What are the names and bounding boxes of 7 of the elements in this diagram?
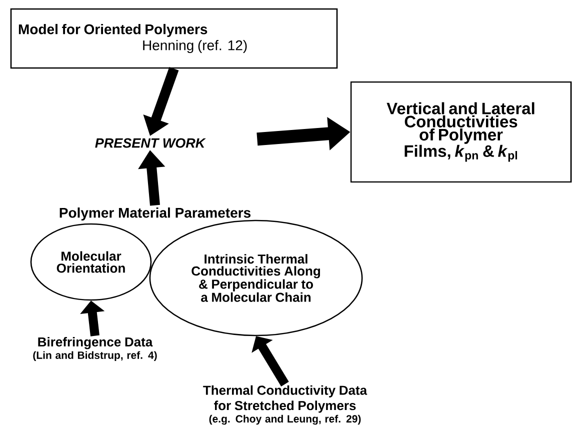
group-heading: Polymer Material Parameters [60, 207, 250, 221]
model-box: Model for Oriented Polymers Henning (ref. 12) [10, 8, 338, 69]
source-text: Birefringence Data (Lin and Bidstrup, ref. 4) [33, 337, 157, 361]
source-text: Thermal Conductivity Data for Stretched Polymers (e.g. Choy and Leung, ref. 29) [203, 385, 368, 425]
result-box: Vertical and Lateral Conductivities of Polymer Films, k$_{pn}$ & k$_{pl}$ [350, 81, 572, 183]
block-arrow [252, 336, 289, 386]
bare-text: PRESENT WORK [95, 138, 206, 148]
